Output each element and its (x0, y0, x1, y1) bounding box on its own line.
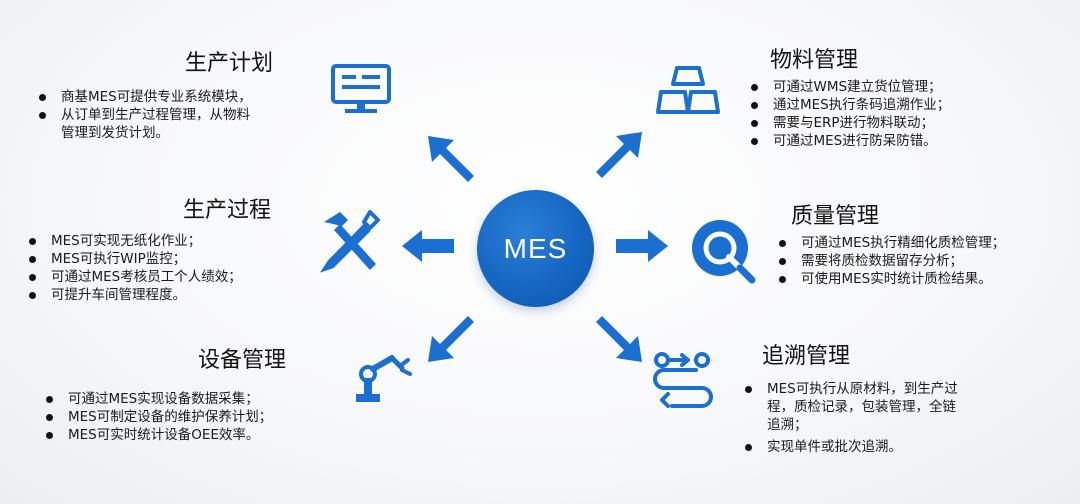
magnifier-icon (688, 216, 758, 286)
arrow-left (402, 230, 454, 262)
list-item: 可通过WMS建立货位管理； (747, 78, 1067, 96)
list-item: 可提升车间管理程度。 (25, 286, 325, 304)
list-item: MES可实时统计设备OEE效率。 (42, 426, 342, 444)
process-list: MES可实现无纸化作业； MES可执行WIP监控； 可通过MES考核员工个人绩效… (25, 232, 325, 304)
list-item: MES可执行WIP监控； (25, 250, 325, 268)
arrow-down-left (428, 316, 474, 362)
list-item-continuation: 从订单到生产过程管理，从物料 (35, 106, 325, 124)
list-item: 可使用MES实时统计质检结果。 (775, 270, 1075, 288)
list-item: MES可执行从原材料，到生产过 (741, 380, 1041, 398)
arrow-right (616, 230, 668, 262)
trace-line2: 程，质检记录，包装管理，全链 (767, 399, 956, 415)
list-item: 实现单件或批次追溯。 (741, 438, 1041, 456)
equipment-title: 设备管理 (198, 348, 287, 373)
arrow-down-right (596, 316, 642, 362)
list-item: 通过MES执行条码追溯作业； (747, 96, 1067, 114)
trace-list: MES可执行从原材料，到生产过 (741, 380, 1041, 398)
production-plan-list: 商基MES可提供专业系统模块， 从订单到生产过程管理，从物料 (35, 88, 325, 124)
material-title: 物料管理 (770, 48, 859, 73)
list-item: 可通过MES进行防呆防错。 (747, 132, 1067, 150)
list-item: 可通过MES执行精细化质检管理； (775, 234, 1075, 252)
material-list: 可通过WMS建立货位管理； 通过MES执行条码追溯作业； 需要与ERP进行物料联… (747, 78, 1067, 150)
trace-title: 追溯管理 (762, 344, 851, 369)
hub-label: MES (503, 232, 568, 264)
process-title: 生产过程 (183, 198, 272, 223)
quality-list: 可通过MES执行精细化质检管理； 需要将质检数据留存分析； 可使用MES实时统计… (775, 234, 1075, 288)
equipment-list: 可通过MES实现设备数据采集； MES可制定设备的维护保养计划； MES可实时统… (42, 390, 342, 444)
list-item: 商基MES可提供专业系统模块， (35, 88, 325, 106)
mes-hub: MES (477, 190, 594, 307)
hammer-wrench-icon (318, 208, 384, 274)
list-item: MES可实现无纸化作业； (25, 232, 325, 250)
stacked-bars-icon (655, 62, 721, 118)
quality-title: 质量管理 (791, 204, 880, 229)
monitor-icon (330, 63, 392, 115)
trace-list-2: 实现单件或批次追溯。 (741, 438, 1041, 456)
production-plan-line3: 管理到发货计划。 (61, 125, 169, 141)
route-path-icon (652, 350, 716, 408)
list-item: MES可制定设备的维护保养计划； (42, 408, 342, 426)
list-item: 可通过MES实现设备数据采集； (42, 390, 342, 408)
arrow-up-right (596, 132, 642, 178)
list-item: 需要将质检数据留存分析； (775, 252, 1075, 270)
list-item: 需要与ERP进行物料联动； (747, 114, 1067, 132)
list-item: 可通过MES考核员工个人绩效； (25, 268, 325, 286)
arrow-up-left (428, 136, 474, 182)
production-plan-title: 生产计划 (185, 51, 274, 76)
robot-arm-icon (352, 350, 414, 406)
trace-line3: 追溯； (767, 417, 808, 433)
